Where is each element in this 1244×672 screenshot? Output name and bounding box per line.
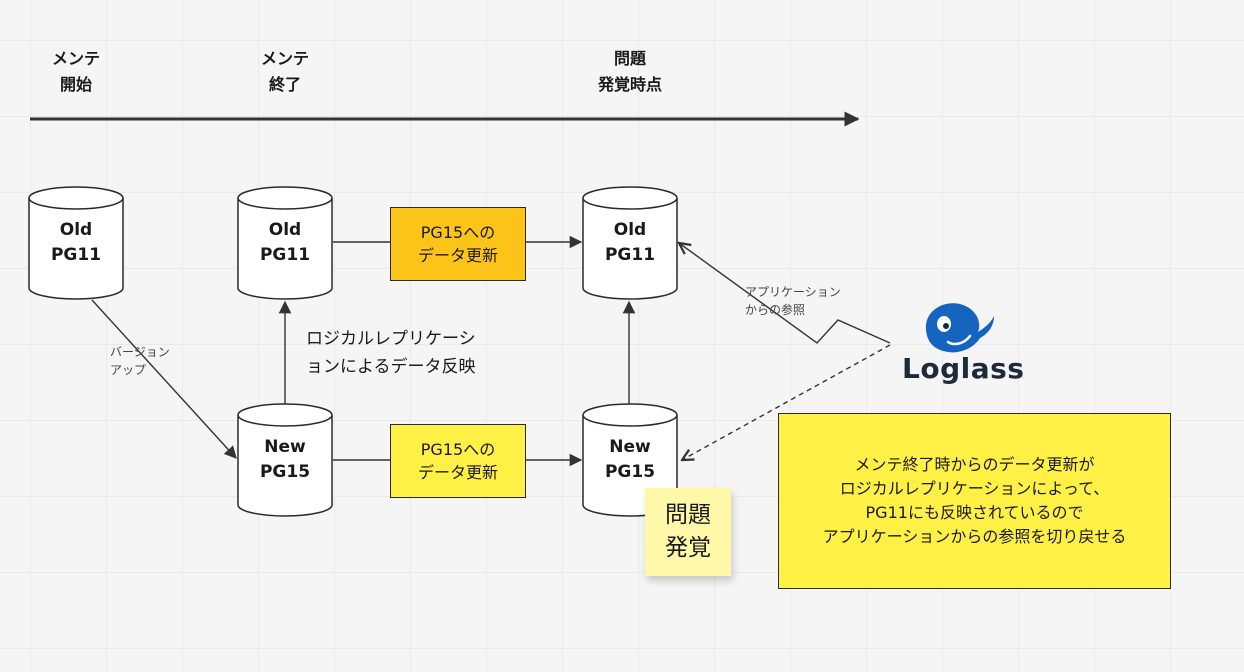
cylinder-shape [582, 186, 678, 300]
loglass-logo-text: Loglass [902, 352, 1025, 385]
logical-replication-label: ロジカルレプリケーシ ョンによるデータ反映 [306, 329, 476, 377]
update-box-top: PG15への データ更新 [390, 207, 526, 281]
version-up-label: バージョン アップ [110, 345, 170, 377]
app-reference-label: アプリケーション からの参照 [745, 285, 841, 317]
db-label: New PG15 [604, 437, 656, 482]
cylinder-shape [237, 186, 333, 300]
db-old-pg11-mid: Old PG11 [237, 186, 333, 302]
db-label: Old PG11 [604, 220, 656, 265]
db-label: Old PG11 [50, 220, 102, 265]
db-new-pg15-end: New PG15 [582, 403, 678, 519]
explanation-note: メンテ終了時からのデータ更新が ロジカルレプリケーションによって、 PG11にも… [778, 413, 1171, 589]
version-up-arrow [91, 299, 237, 459]
app-reference-dashed-arrow [682, 344, 891, 460]
cylinder-shape [237, 403, 333, 517]
update-box-bottom: PG15への データ更新 [390, 424, 526, 498]
db-old-pg11-start: Old PG11 [28, 186, 124, 302]
db-old-pg11-end: Old PG11 [582, 186, 678, 302]
cylinder-shape [28, 186, 124, 300]
timeline-label-maintenance-start: メンテ 開始 [51, 49, 100, 94]
timeline-label-problem-found: 問題 発覚時点 [597, 49, 662, 94]
app-reference-arrow [679, 243, 891, 344]
db-new-pg15-mid: New PG15 [237, 403, 333, 519]
timeline-label-maintenance-end: メンテ 終了 [260, 49, 309, 94]
db-label: Old PG11 [259, 220, 311, 265]
whale-icon [925, 303, 994, 353]
problem-found-sticky: 問題 発覚 [645, 488, 731, 576]
db-label: New PG15 [259, 437, 311, 482]
